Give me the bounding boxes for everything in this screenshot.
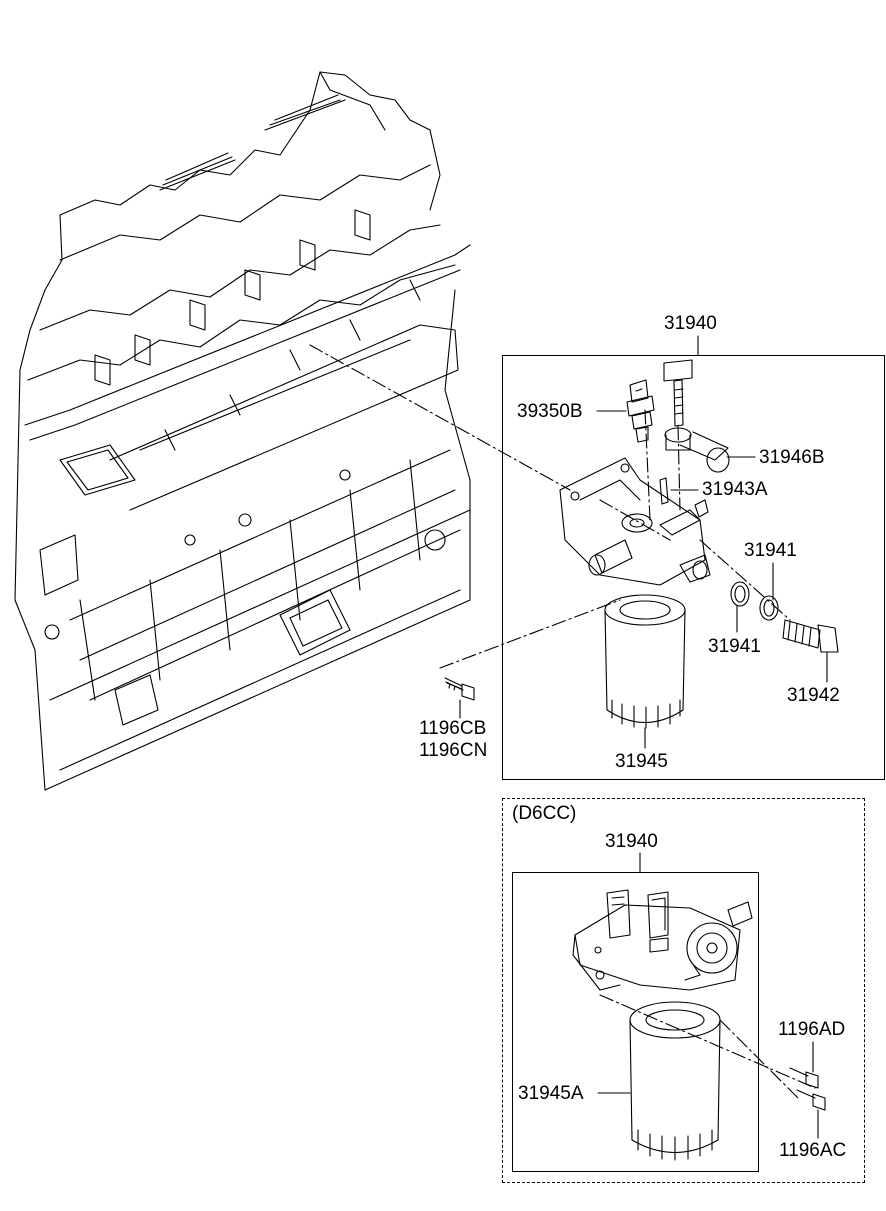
gaskets (730, 581, 779, 621)
d6cc-bolts (789, 1067, 826, 1111)
label-assembly-main: 31940 (664, 313, 717, 334)
label-banjo: 31946B (759, 447, 825, 468)
main-assembly-box (502, 355, 885, 780)
engine-block (14, 71, 471, 791)
d6cc-oil-filter (629, 1001, 721, 1161)
label-gasket-upper: 31941 (744, 540, 797, 561)
guide-lines (309, 344, 816, 1101)
label-filter-main: 31945 (615, 751, 668, 772)
oil-filter-main (604, 594, 686, 729)
label-bolt-main-1: 1196CB (419, 718, 487, 739)
label-plug-bolt: 31942 (787, 685, 840, 706)
label-bolt-d6cc-2: 1196AC (779, 1140, 847, 1161)
banjo-assembly (663, 359, 730, 473)
d6cc-assembly-box (512, 872, 759, 1172)
oil-pressure-sensor (626, 379, 655, 443)
filter-head (559, 457, 711, 586)
variant-label: (D6CC) (512, 803, 577, 824)
label-assembly-d6cc: 31940 (605, 831, 658, 852)
bolt-main (444, 677, 475, 701)
label-sensor: 39350B (517, 401, 583, 422)
leader-lines (459, 335, 828, 1139)
label-filter-d6cc: 31945A (518, 1083, 584, 1104)
label-gasket-lower: 31941 (708, 636, 761, 657)
d6cc-variant-box (502, 798, 865, 1183)
label-bolt-main-2: 1196CN (419, 740, 488, 761)
plug-bolt (782, 619, 839, 653)
label-bolt-d6cc-1: 1196AD (778, 1019, 846, 1040)
d6cc-filter-head (572, 889, 753, 991)
pin (659, 477, 669, 505)
label-pin: 31943A (702, 479, 768, 500)
